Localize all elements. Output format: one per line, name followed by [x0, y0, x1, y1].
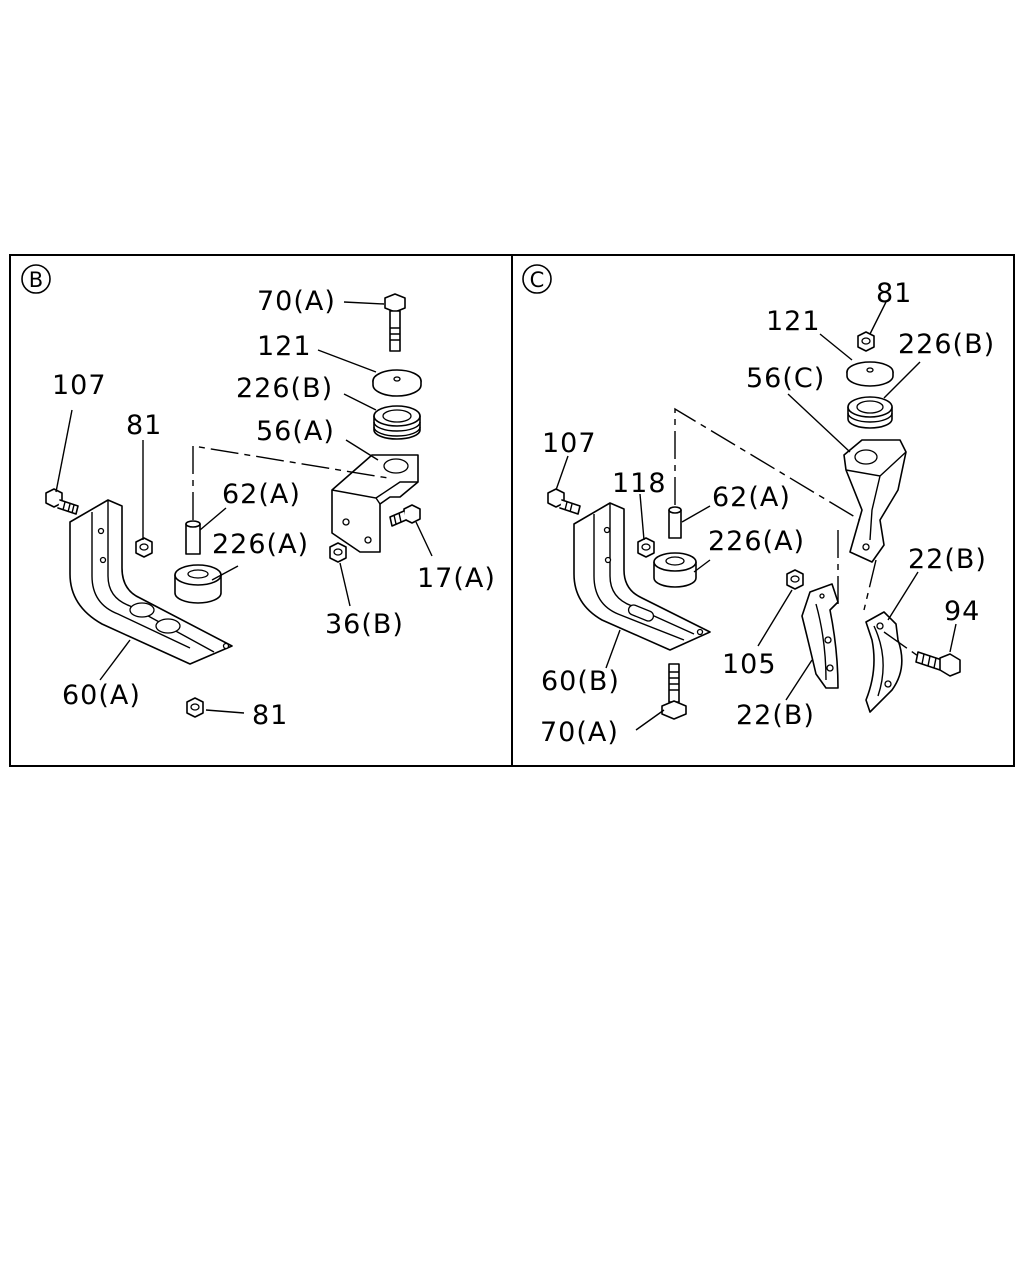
nut-81-b-top	[135, 537, 153, 558]
panel-c-marker: C	[522, 264, 552, 294]
washer-121-c	[846, 361, 894, 387]
bracket-56a	[331, 454, 419, 553]
label-60a: 60(A)	[62, 680, 141, 711]
bolt-70a-c	[661, 663, 687, 720]
alignment-line-c-bolt	[883, 631, 919, 657]
nut-105	[786, 569, 804, 590]
label-70a: 70(A)	[257, 286, 336, 317]
panel-c: C	[511, 254, 1015, 767]
label-226b-c: 226(B)	[898, 329, 995, 360]
label-107-c: 107	[542, 428, 597, 459]
label-81-c: 81	[876, 278, 912, 309]
label-226a: 226(A)	[212, 529, 309, 560]
nut-81-c	[857, 331, 875, 352]
label-56c: 56(C)	[746, 363, 825, 394]
label-56a: 56(A)	[256, 416, 335, 447]
alignment-line-b	[192, 445, 389, 520]
label-121: 121	[257, 331, 312, 362]
collar-62a-b	[185, 520, 201, 555]
alignment-line-c-clamp2	[863, 559, 877, 611]
bolt-94	[915, 651, 961, 677]
panel-b-marker: B	[21, 264, 51, 294]
label-226a-c: 226(A)	[708, 526, 805, 557]
clamp-22b-left	[801, 583, 839, 689]
bracket-56c	[843, 439, 907, 563]
nut-118	[637, 537, 655, 558]
label-105: 105	[722, 649, 777, 680]
cushion-226a-b	[174, 564, 222, 604]
label-36b: 36(B)	[325, 609, 404, 640]
label-22b-lower: 22(B)	[736, 700, 815, 731]
bolt-17a	[389, 504, 421, 527]
cushion-226b	[373, 405, 421, 440]
cushion-226b-c	[847, 396, 893, 429]
cushion-226a-c	[653, 552, 697, 588]
label-81-top: 81	[126, 410, 162, 441]
alignment-line-c	[674, 407, 861, 521]
collar-62a-c	[668, 506, 682, 539]
label-107: 107	[52, 370, 107, 401]
bolt-70a	[384, 293, 406, 352]
label-17a: 17(A)	[417, 563, 496, 594]
svg-text:C: C	[530, 268, 545, 292]
label-22b-upper: 22(B)	[908, 544, 987, 575]
bolt-107-b	[45, 488, 79, 515]
label-118: 118	[612, 468, 667, 499]
panel-b: B	[9, 254, 513, 767]
bolt-107-c	[547, 488, 581, 515]
label-60b: 60(B)	[541, 666, 620, 697]
label-81-bottom: 81	[252, 700, 288, 731]
label-62a-c: 62(A)	[712, 482, 791, 513]
label-62a: 62(A)	[222, 479, 301, 510]
bracket-60b	[573, 502, 711, 651]
bracket-60a	[69, 499, 233, 665]
washer-121	[372, 369, 422, 397]
nut-36b	[329, 542, 347, 563]
svg-text:B: B	[29, 268, 43, 292]
clamp-22b-right	[865, 611, 903, 713]
label-70a-c: 70(A)	[540, 717, 619, 748]
label-94: 94	[944, 596, 980, 627]
label-226b: 226(B)	[236, 373, 333, 404]
label-121-c: 121	[766, 306, 821, 337]
nut-81-b-bottom	[186, 697, 204, 718]
panel-c-frame	[511, 254, 1015, 767]
